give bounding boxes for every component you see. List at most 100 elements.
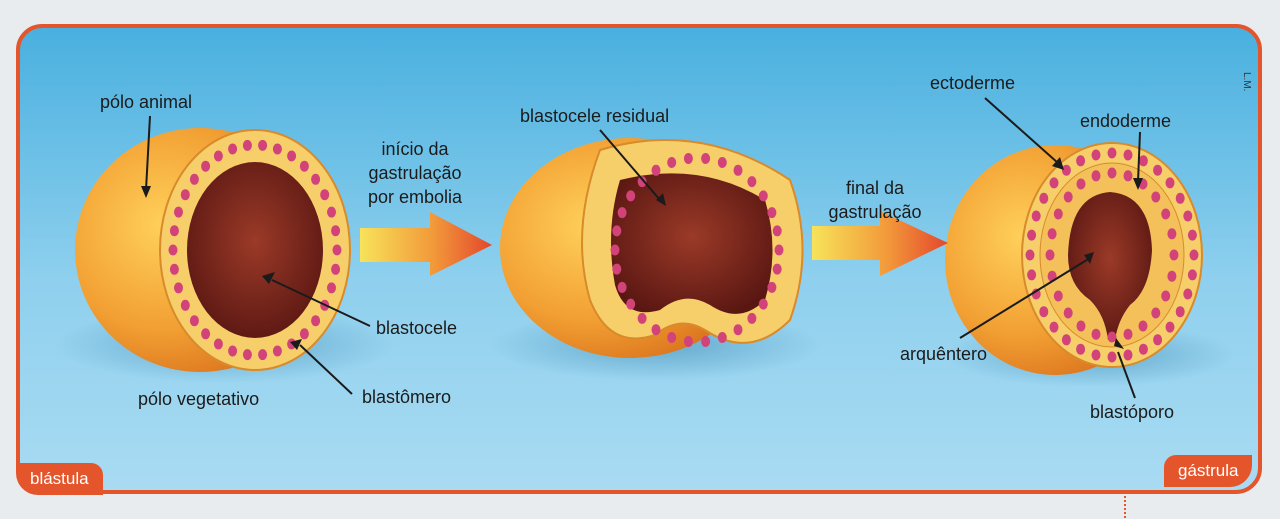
cell-nucleus [287, 150, 297, 162]
cell-nucleus [272, 143, 282, 155]
cell-nucleus [242, 139, 252, 151]
cell-nucleus [1076, 320, 1086, 332]
label-ectoderme: ectoderme [930, 73, 1016, 93]
tag-blastula: blástula [16, 463, 103, 495]
cell-nucleus [733, 164, 743, 176]
cell-nucleus [758, 190, 768, 202]
label-arrow-start: início da gastrulação por embolia [350, 137, 480, 209]
cell-nucleus [758, 298, 768, 310]
tag-gastrula: gástrula [1164, 455, 1253, 487]
cell-nucleus [612, 263, 622, 275]
label-arrow-end: final da gastrulação [810, 176, 940, 224]
cell-nucleus [1049, 321, 1059, 333]
cell-nucleus [1151, 191, 1161, 203]
cell-nucleus [331, 225, 341, 237]
arrow-start-line2: gastrulação [368, 163, 462, 183]
cell-nucleus [213, 150, 223, 162]
cell-nucleus [242, 349, 252, 361]
cell-nucleus [201, 160, 211, 172]
cell-nucleus [272, 345, 282, 357]
cell-nucleus [717, 157, 727, 168]
cell-nucleus [1167, 228, 1177, 240]
cell-nucleus [1091, 149, 1101, 161]
cell-nucleus [1153, 334, 1163, 346]
cell-nucleus [1138, 155, 1148, 167]
arrow-start-line3: por embolia [367, 187, 463, 207]
cell-nucleus [228, 345, 238, 357]
cell-nucleus [1091, 328, 1101, 340]
cell-nucleus [1107, 147, 1117, 159]
cell-nucleus [1107, 351, 1117, 363]
cell-nucleus [180, 189, 190, 201]
label-blastoporo: blastóporo [1090, 402, 1175, 422]
cell-nucleus [717, 332, 727, 343]
cell-nucleus [1031, 288, 1041, 300]
label-blastomero: blastômero [362, 387, 452, 407]
cell-nucleus [1175, 306, 1185, 318]
cell-nucleus [168, 244, 178, 256]
cell-nucleus [320, 189, 330, 201]
label-endoderme: endoderme [1080, 111, 1172, 131]
credit-text: L.M. [1241, 72, 1252, 92]
cell-nucleus [1076, 178, 1086, 190]
cell-nucleus [747, 176, 757, 188]
arrow-end-line2: gastrulação [828, 202, 922, 222]
cell-nucleus [651, 164, 661, 176]
cell-nucleus [617, 207, 627, 219]
cell-nucleus [651, 324, 661, 336]
cell-nucleus [299, 160, 309, 172]
cell-nucleus [331, 263, 341, 275]
cell-nucleus [1039, 192, 1049, 204]
dotted-line [1124, 496, 1128, 518]
cell-nucleus [258, 349, 268, 361]
cell-nucleus [1047, 228, 1057, 240]
cell-nucleus [1076, 155, 1086, 167]
cell-nucleus [733, 324, 743, 336]
cell-nucleus [772, 225, 782, 237]
cell-nucleus [1027, 269, 1037, 281]
label-arquentero: arquêntero [900, 344, 988, 364]
cell-nucleus [1049, 177, 1059, 189]
cell-nucleus [1161, 208, 1171, 220]
cell-nucleus [189, 315, 199, 327]
cell-nucleus [311, 315, 321, 327]
cell-nucleus [767, 281, 777, 293]
arrowheads [141, 157, 1143, 350]
cell-nucleus [1039, 306, 1049, 318]
cell-nucleus [169, 225, 179, 237]
cell-nucleus [612, 225, 622, 237]
cell-nucleus [1161, 290, 1171, 302]
label-blastocele-residual: blastocele residual [520, 106, 670, 126]
cell-nucleus [637, 176, 647, 188]
cell-nucleus [774, 244, 784, 256]
cell-nucleus [1091, 349, 1101, 361]
cell-nucleus [201, 328, 211, 340]
arrow-start-line1: início da [381, 139, 449, 159]
cell-nucleus [327, 282, 336, 294]
cell-nucleus [1063, 191, 1073, 203]
cell-nucleus [1107, 331, 1117, 343]
cell-nucleus [767, 207, 777, 219]
cell-nucleus [1025, 249, 1035, 261]
cell-nucleus [174, 206, 183, 218]
cell-nucleus [683, 153, 693, 164]
cell-nucleus [1167, 270, 1177, 282]
cell-nucleus [1165, 321, 1175, 333]
cell-nucleus [610, 244, 620, 256]
cell-nucleus [1053, 208, 1063, 220]
cell-nucleus [1045, 249, 1055, 261]
cell-nucleus [311, 173, 321, 185]
cell-nucleus [1169, 249, 1179, 261]
cell-nucleus [772, 263, 782, 275]
cell-nucleus [617, 281, 627, 293]
gastrula-embryo [945, 142, 1203, 375]
cell-nucleus [1061, 334, 1071, 346]
cell-nucleus [626, 298, 636, 310]
cell-nucleus [667, 332, 677, 343]
cell-nucleus [1187, 229, 1197, 241]
cell-nucleus [1151, 307, 1161, 319]
cell-nucleus [1123, 170, 1133, 182]
cell-nucleus [626, 190, 636, 202]
arrow-end-gastrulation [812, 211, 948, 276]
